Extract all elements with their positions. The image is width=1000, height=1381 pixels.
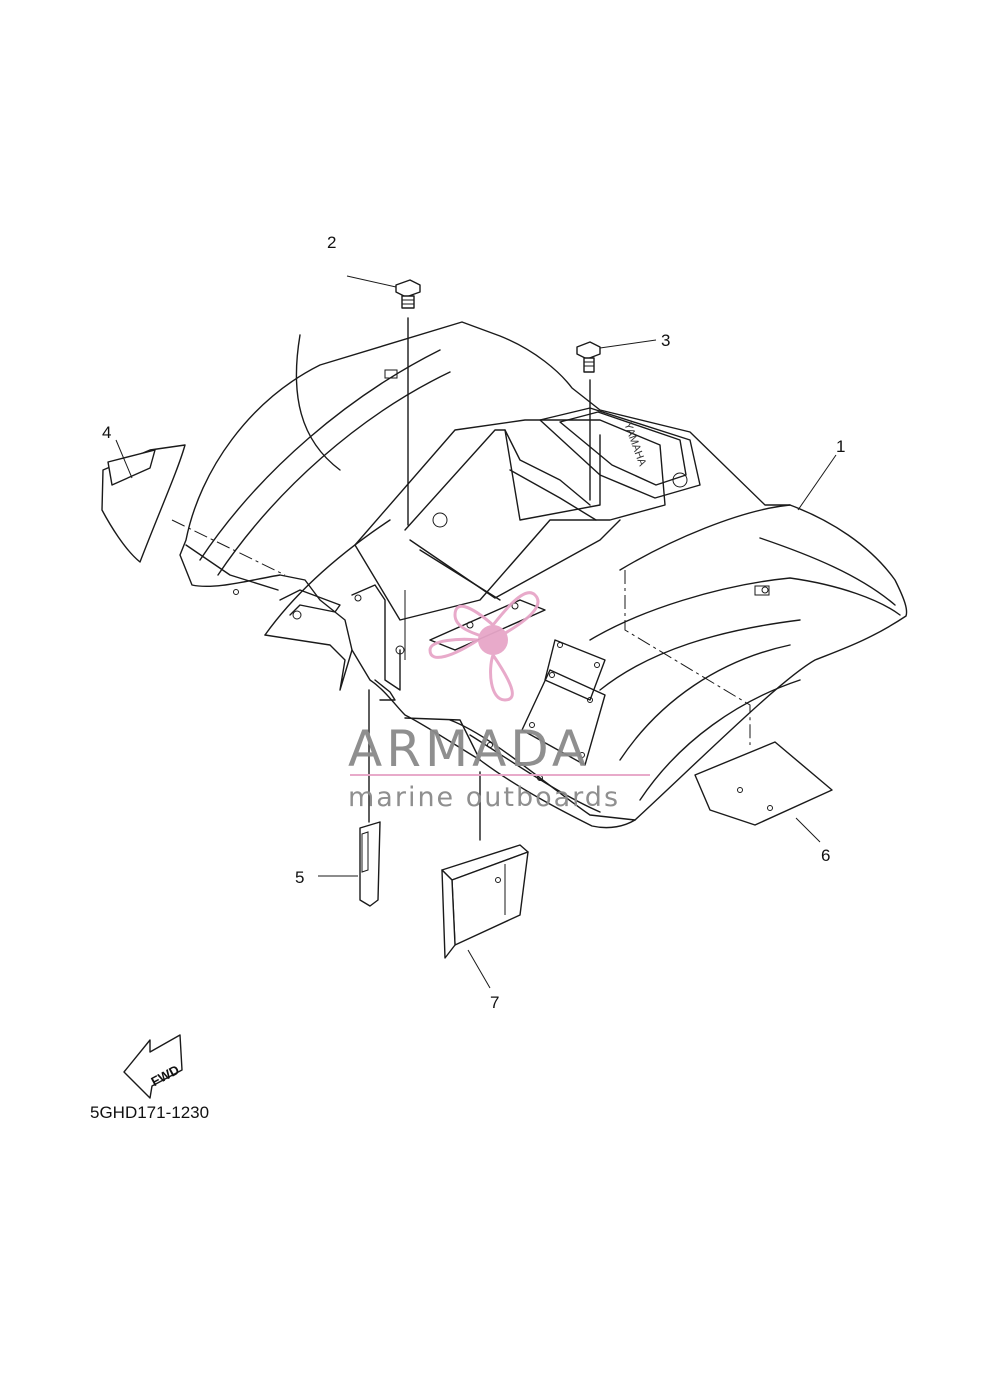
callout-5-label: 5 <box>295 868 304 887</box>
propeller-logo-icon <box>428 591 540 702</box>
rear-fender: YAMAHA <box>179 321 908 829</box>
part-6-plate <box>694 741 833 826</box>
bolt-3 <box>576 341 601 373</box>
watermark-brand: ARMADA <box>348 720 590 778</box>
callout-2: 2 <box>327 233 397 288</box>
callout-2-label: 2 <box>327 233 336 252</box>
part-7-panel <box>441 844 529 959</box>
callout-6: 6 <box>795 817 830 865</box>
callout-7-label: 7 <box>490 993 499 1012</box>
callout-1: 1 <box>797 437 845 511</box>
callout-4-label: 4 <box>102 423 111 442</box>
watermark: ARMADA marine outboards <box>348 591 650 813</box>
callout-5: 5 <box>295 868 358 887</box>
callout-6-label: 6 <box>821 846 830 865</box>
callout-3: 3 <box>599 331 670 350</box>
part-4-decal <box>101 444 186 563</box>
bolt-2 <box>395 279 421 309</box>
callout-3-label: 3 <box>661 331 670 350</box>
watermark-tagline: marine outboards <box>348 782 620 813</box>
callout-4: 4 <box>102 423 133 479</box>
fwd-arrow-icon: FWD <box>123 1034 183 1099</box>
callout-1-label: 1 <box>836 437 845 456</box>
part-5-plate <box>359 821 381 907</box>
drawing-code: 5GHD171-1230 <box>90 1103 209 1122</box>
callout-7: 7 <box>467 949 499 1012</box>
